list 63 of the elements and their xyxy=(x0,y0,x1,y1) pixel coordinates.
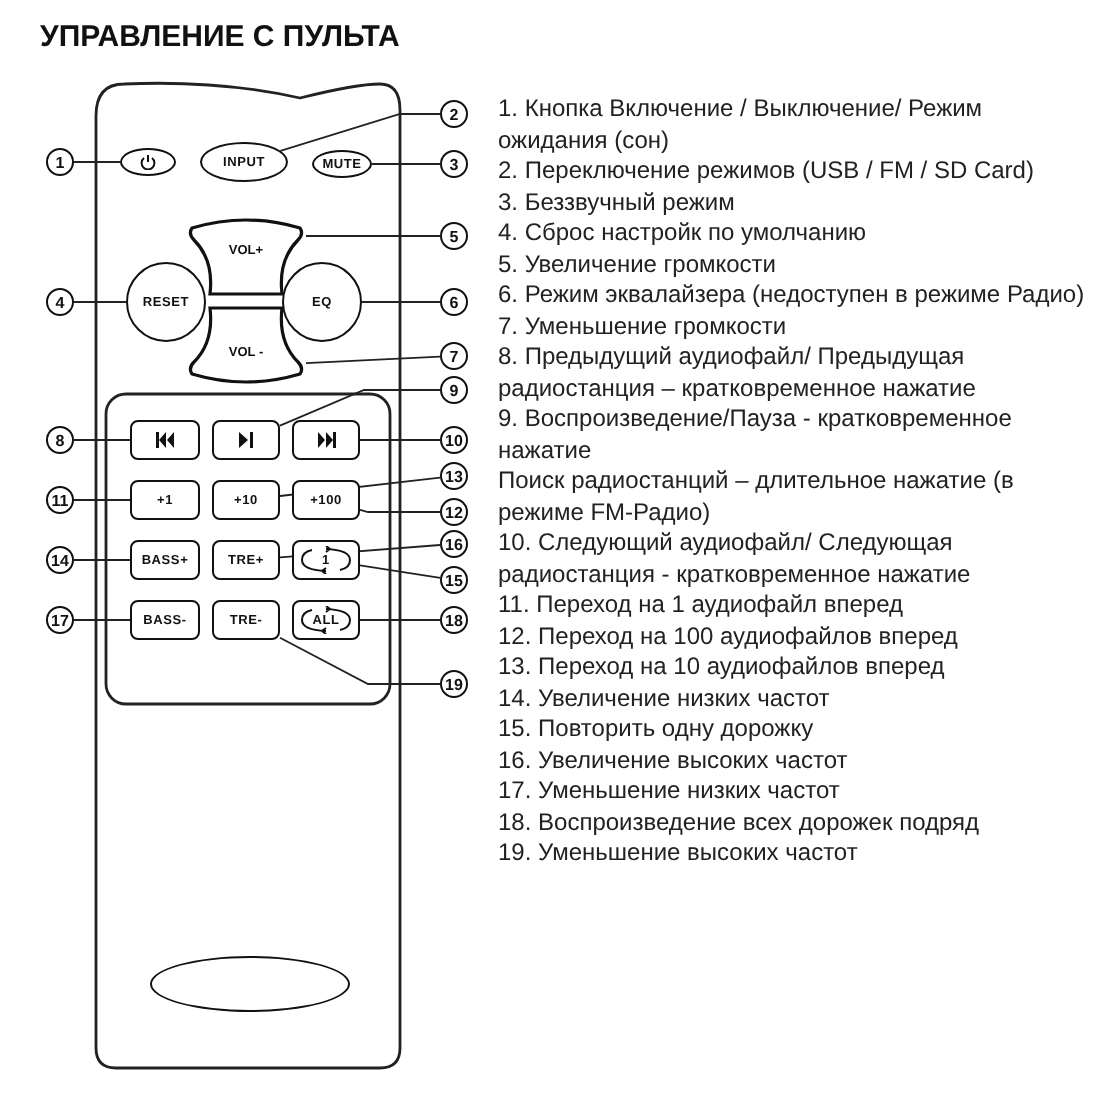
remote-button xyxy=(292,420,360,460)
leader-line xyxy=(73,161,121,163)
callout-number: 14 xyxy=(46,546,74,574)
remote-button xyxy=(120,148,176,176)
callout-number: 9 xyxy=(440,376,468,404)
leader-line xyxy=(73,619,131,621)
leader-line xyxy=(359,619,441,621)
description-text: 13. Переход на 10 аудиофайлов вперед xyxy=(498,652,947,683)
callout-number: 16 xyxy=(440,530,468,558)
description-text: 9. Воспроизведение/Пауза - кратковременное нажатие xyxy=(498,404,1014,466)
description-text: 8. Предыдущий аудиофайл/ Предыдущая радиостанция – кратковременное нажатие xyxy=(498,342,978,404)
leader-line xyxy=(305,355,441,365)
callout-number: 18 xyxy=(440,606,468,634)
description-text: 15. Повторить одну дорожку xyxy=(498,714,816,745)
callout-number: 11 xyxy=(46,486,74,514)
remote-button xyxy=(212,420,280,460)
callout-number: 6 xyxy=(440,288,468,316)
callout-number: 12 xyxy=(440,498,468,526)
description-text: 17. Уменьшение низких частот xyxy=(498,776,842,807)
callout-number: 19 xyxy=(440,670,468,698)
description-text: 7. Уменьшение громкости xyxy=(498,311,789,342)
leader-line xyxy=(279,113,441,152)
callout-number: 5 xyxy=(440,222,468,250)
leader-line xyxy=(359,439,441,441)
callout-number: 7 xyxy=(440,342,468,370)
callout-number: 3 xyxy=(440,150,468,178)
callout-number: 8 xyxy=(46,426,74,454)
description-text: 5. Увеличение громкости xyxy=(498,249,779,280)
description-text: Поиск радиостанций – длительное нажатие (в режиме FM-Радио) xyxy=(498,466,1016,528)
leader-line xyxy=(361,301,441,303)
callout-number: 2 xyxy=(440,100,468,128)
description-text: 11. Переход на 1 аудиофайл вперед xyxy=(498,590,905,621)
leader-line xyxy=(73,301,127,303)
description-text: 1. Кнопка Включение / Выключение/ Режим ожидания (сон) xyxy=(498,94,985,156)
description-text: 16. Увеличение высоких частот xyxy=(498,745,850,776)
description-text: 6. Режим эквалайзера (недоступен в режиме Радио) xyxy=(498,280,1087,311)
description-text: 4. Сброс настройк по умолчанию xyxy=(498,218,869,249)
callout-number: 17 xyxy=(46,606,74,634)
description-text: 18. Воспроизведение всех дорожек подряд xyxy=(498,807,982,838)
leader-line xyxy=(359,564,442,579)
description-text: 10. Следующий аудиофайл/ Следующая радиостанция - кратковременное нажатие xyxy=(498,528,973,590)
remote-button xyxy=(130,420,200,460)
callout-number: 13 xyxy=(440,462,468,490)
description-text: 19. Уменьшение высоких частот xyxy=(498,838,860,869)
callout-number: 1 xyxy=(46,148,74,176)
leader-line xyxy=(73,439,131,441)
callout-number: 4 xyxy=(46,288,74,316)
leader-line xyxy=(279,389,441,427)
description-text: 12. Переход на 100 аудиофайлов вперед xyxy=(498,621,960,652)
heading: УПРАВЛЕНИЕ С ПУЛЬТА xyxy=(40,20,400,54)
leader-line xyxy=(371,163,441,165)
leader-line xyxy=(305,235,441,237)
leader-line xyxy=(73,559,131,561)
remote-button xyxy=(292,600,360,640)
leader-line xyxy=(359,508,441,513)
callout-number: 15 xyxy=(440,566,468,594)
description-text: 3. Беззвучный режим xyxy=(498,187,737,218)
callout-number: 10 xyxy=(440,426,468,454)
leader-line xyxy=(73,499,131,501)
leader-line xyxy=(279,636,441,685)
description-text: 2. Переключение режимов (USB / FM / SD Card) xyxy=(498,156,1036,187)
remote-button xyxy=(292,540,360,580)
description-text: 14. Увеличение низких частот xyxy=(498,683,832,714)
